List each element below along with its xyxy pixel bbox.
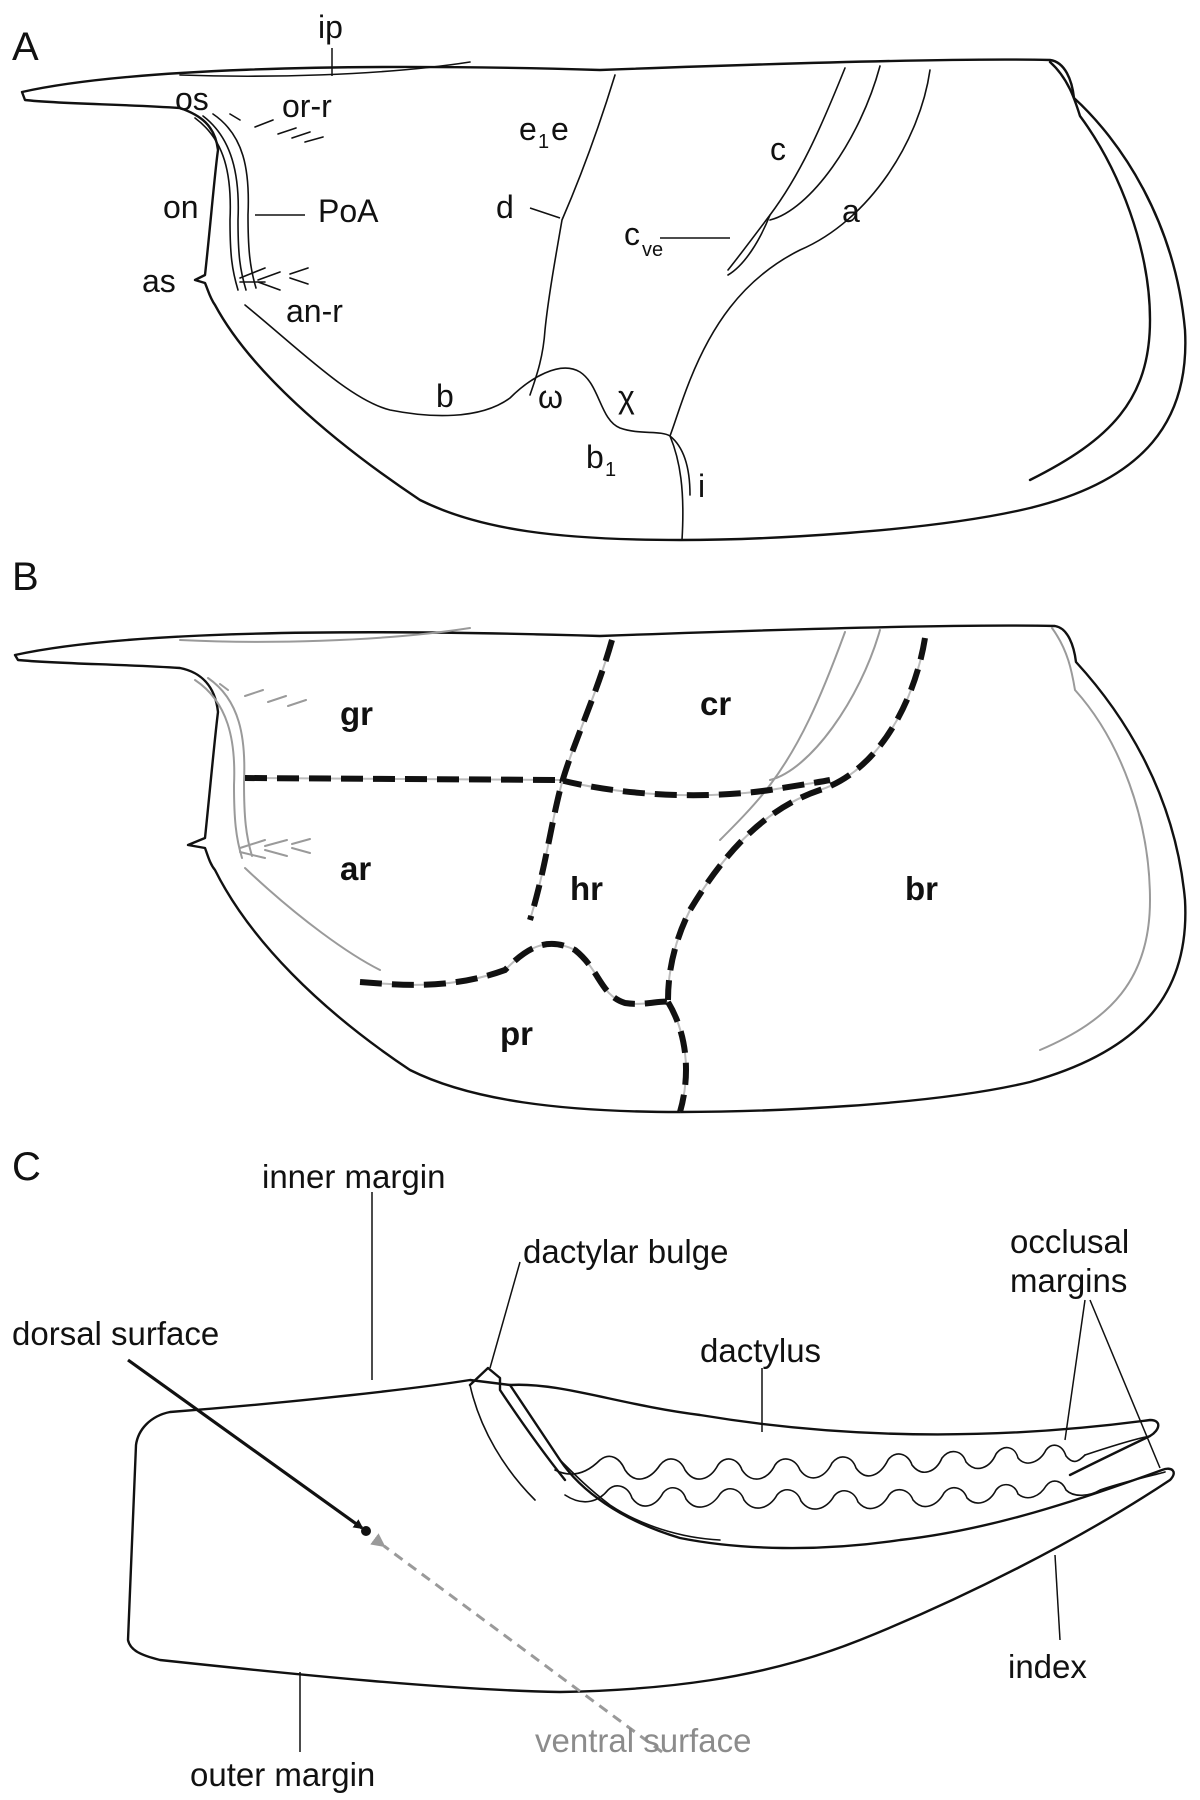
label-a: a — [842, 193, 860, 229]
label-b1: b — [586, 439, 604, 475]
label-dactylus: dactylus — [700, 1332, 821, 1369]
grey-groove-a — [769, 629, 881, 781]
grey-rostral-ridge — [179, 627, 471, 643]
postorbital-line-2 — [202, 115, 247, 291]
ventral-surface-arrow — [370, 1533, 663, 1754]
label-margins: margins — [1010, 1262, 1127, 1299]
panel-b: B gr cr ar hr br pr — [12, 555, 1187, 1114]
label-b: b — [436, 378, 454, 414]
dorsal-surface-arrow — [127, 1358, 364, 1530]
panel-a: A ip os or-r on PoA as an-r — [12, 9, 1187, 542]
grey-postorbital-1 — [194, 679, 243, 859]
label-on: on — [163, 189, 199, 225]
label-an-r: an-r — [286, 293, 343, 329]
groove-a-upper — [769, 65, 881, 221]
label-ventral-surface: ventral surface — [535, 1722, 751, 1759]
dactylus-tip — [1084, 1435, 1151, 1456]
grey-margin-line — [244, 867, 381, 971]
carapace-outline-b — [13, 624, 1187, 1114]
leader-d — [529, 207, 561, 219]
label-cve: c — [624, 216, 640, 252]
boundary-gr-cr — [527, 639, 615, 921]
label-e: e — [551, 111, 569, 147]
region-ar: ar — [340, 850, 371, 887]
label-os: os — [175, 81, 209, 117]
groove-e1e — [529, 74, 616, 396]
region-gr: gr — [340, 695, 373, 732]
label-dactylar-bulge: dactylar bulge — [523, 1233, 728, 1270]
panel-c: C inner margin dactylar bulge dorsal sur… — [12, 1145, 1175, 1793]
groove-b1-i — [669, 435, 684, 541]
leader-index — [1054, 1554, 1061, 1641]
label-e1: e — [519, 111, 537, 147]
dactylar-bulge-inner — [469, 1384, 536, 1501]
posterior-margin — [1028, 60, 1152, 482]
orbital-spines — [229, 113, 324, 143]
boundary-cr-br — [665, 637, 928, 1001]
region-cr: cr — [700, 685, 731, 722]
grey-posterior — [1039, 627, 1152, 1051]
boundary-cr-hr — [559, 777, 831, 799]
label-inner-margin: inner margin — [262, 1158, 445, 1195]
antennal-spines — [239, 267, 309, 291]
groove-cve — [727, 214, 771, 276]
panel-letter-c: C — [12, 1145, 41, 1189]
boundary-ar-pr — [359, 940, 669, 1007]
grey-spines — [219, 683, 311, 859]
panel-letter-b: B — [12, 555, 39, 599]
groove-c — [727, 67, 846, 271]
region-pr: pr — [500, 1015, 533, 1052]
label-or-r: or-r — [282, 88, 332, 124]
index-inner-edge — [559, 1459, 721, 1541]
label-b1-sub: 1 — [605, 459, 616, 481]
surface-point — [361, 1526, 371, 1536]
label-dorsal-surface: dorsal surface — [12, 1315, 219, 1352]
grey-groove-c — [719, 631, 846, 841]
dactylus-outline — [508, 1383, 1160, 1477]
panel-letter-a: A — [12, 25, 39, 69]
leader-dactylar-bulge — [489, 1261, 521, 1369]
label-c: c — [770, 131, 786, 167]
region-br: br — [905, 870, 938, 907]
postorbital-line-1 — [194, 117, 239, 291]
label-as: as — [142, 263, 176, 299]
label-e1-sub: 1 — [538, 131, 549, 153]
label-i: i — [698, 468, 705, 504]
leader-occlusal-1 — [1064, 1299, 1086, 1441]
label-cve-sub: ve — [642, 239, 663, 261]
label-occlusal: occlusal — [1010, 1223, 1129, 1260]
rostral-ridge — [179, 61, 471, 77]
label-PoA: PoA — [318, 193, 379, 229]
boundary-guide-4 — [359, 942, 669, 1005]
label-omega: ω — [538, 379, 563, 415]
leader-occlusal-2 — [1089, 1299, 1161, 1469]
groove-b-omega-chi — [244, 304, 671, 437]
label-chi: χ — [618, 379, 635, 415]
carapace-outline-a — [20, 58, 1187, 542]
label-d: d — [496, 189, 514, 225]
region-hr: hr — [570, 870, 603, 907]
label-index: index — [1008, 1648, 1087, 1685]
grey-postorbital-2 — [207, 677, 253, 857]
postorbital-line-3 — [212, 113, 257, 289]
groove-a — [669, 69, 931, 437]
dactylus-occlusal — [554, 1444, 1086, 1480]
boundary-gr-ar — [244, 775, 561, 783]
palm-outline — [126, 1378, 1175, 1694]
label-outer-margin: outer margin — [190, 1756, 375, 1793]
groove-i — [669, 435, 691, 496]
index-occlusal — [564, 1471, 1166, 1510]
boundary-pr-br — [665, 1000, 689, 1113]
label-ip: ip — [318, 9, 343, 45]
dactylar-bulge-shape — [468, 1366, 567, 1482]
